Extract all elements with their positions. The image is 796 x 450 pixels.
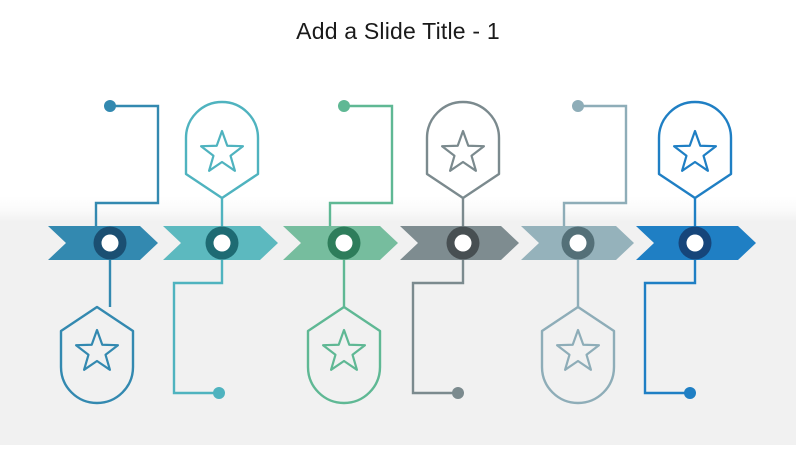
chevron-layer bbox=[48, 226, 756, 260]
dot-connector-3 bbox=[328, 104, 394, 241]
node-center-5 bbox=[569, 234, 587, 252]
node-center-6 bbox=[686, 234, 704, 252]
badge-step-1[interactable] bbox=[59, 305, 135, 405]
page-title[interactable]: Add a Slide Title - 1 bbox=[296, 18, 500, 44]
node-layer bbox=[93, 226, 712, 260]
connector-layer bbox=[94, 100, 697, 399]
background-band-fade bbox=[0, 196, 796, 222]
star-icon bbox=[199, 129, 245, 172]
star-icon bbox=[440, 129, 486, 172]
endpoint-dot-3[interactable] bbox=[338, 100, 350, 112]
star-icon bbox=[74, 328, 120, 371]
star-icon bbox=[672, 129, 718, 172]
dot-connector-6 bbox=[643, 245, 697, 395]
dot-connector-1 bbox=[94, 104, 160, 241]
badge-step-3[interactable] bbox=[306, 305, 382, 405]
node-center-1 bbox=[101, 234, 119, 252]
badge-layer bbox=[59, 100, 733, 405]
badge-step-5[interactable] bbox=[540, 305, 616, 405]
dot-connector-4 bbox=[411, 245, 465, 395]
endpoint-dot-2[interactable] bbox=[213, 387, 225, 399]
endpoint-dot-6[interactable] bbox=[684, 387, 696, 399]
node-center-3 bbox=[335, 234, 353, 252]
node-center-4 bbox=[454, 234, 472, 252]
endpoint-dot-1[interactable] bbox=[104, 100, 116, 112]
star-icon bbox=[321, 328, 367, 371]
node-center-2 bbox=[213, 234, 231, 252]
badge-step-6[interactable] bbox=[657, 100, 733, 200]
dot-connector-5 bbox=[562, 104, 628, 241]
star-icon bbox=[555, 328, 601, 371]
dot-connector-2 bbox=[172, 245, 224, 395]
badge-step-4[interactable] bbox=[425, 100, 501, 200]
endpoint-dot-4[interactable] bbox=[452, 387, 464, 399]
badge-step-2[interactable] bbox=[184, 100, 260, 200]
endpoint-dot-5[interactable] bbox=[572, 100, 584, 112]
